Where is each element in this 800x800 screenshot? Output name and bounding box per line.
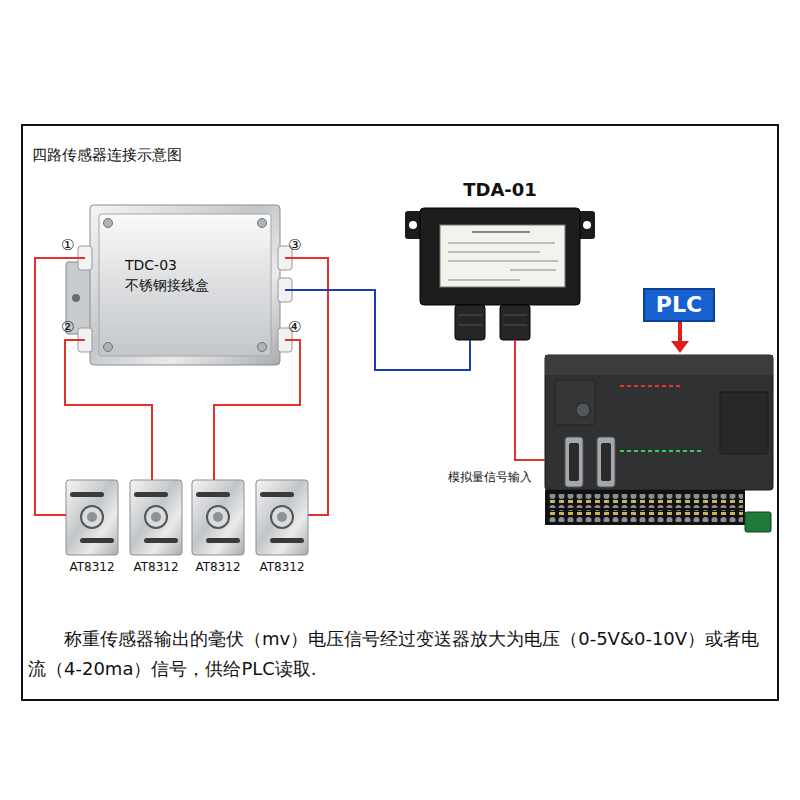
nameplate-line	[510, 269, 556, 271]
caption-text: 称重传感器输出的毫伏（mv）电压信号经过变送器放大为电压（0-5V&0-10V）…	[28, 624, 773, 684]
wire	[214, 340, 300, 480]
mounting-hole	[583, 221, 591, 229]
db9-socket	[601, 443, 611, 481]
signal-label: 模拟量信号输入	[448, 468, 532, 486]
text-holder: TDC-03不锈钢接线盒	[125, 255, 209, 295]
gland-ridge	[458, 325, 482, 326]
load-cell-figure	[130, 480, 182, 555]
gland-ridge	[458, 315, 482, 316]
label-holder: ①	[61, 236, 74, 254]
model-label: AT8312	[259, 559, 304, 575]
callout-number: ③	[288, 236, 301, 254]
caption-holder: 称重传感器输出的毫伏（mv）电压信号经过变送器放大为电压（0-5V&0-10V）…	[28, 624, 773, 684]
transmitter: TDA-01	[420, 208, 580, 340]
text-holder: AT8312	[242, 559, 322, 575]
nameplate-line	[472, 231, 530, 233]
cable-gland	[500, 305, 530, 340]
junction-box-figure	[66, 205, 292, 365]
gland-ridge	[503, 315, 527, 316]
pointer-arrow	[678, 322, 682, 343]
nameplate	[440, 225, 565, 287]
wire	[65, 340, 152, 480]
db9-port	[597, 437, 615, 487]
box-lid	[99, 214, 271, 356]
load-cell: AT8312	[130, 480, 182, 555]
nameplate-line	[448, 260, 558, 262]
plc-figure	[545, 322, 773, 532]
plc-switch	[576, 403, 590, 417]
diagram-title: 四路传感器连接示意图	[32, 145, 182, 165]
model-label: AT8312	[69, 559, 114, 575]
status-leds	[620, 382, 683, 387]
screw	[104, 343, 113, 352]
screw	[258, 219, 267, 228]
label-holder: ②	[61, 318, 74, 336]
db9-port	[565, 437, 583, 487]
io-leds	[620, 450, 704, 455]
wire	[285, 290, 470, 370]
box-body	[90, 205, 280, 365]
load-cell-figure	[192, 480, 244, 555]
plc-body	[545, 355, 773, 490]
label-holder: ③	[288, 236, 301, 254]
plc-top	[545, 355, 773, 375]
callout-number: ②	[61, 318, 74, 336]
model-label: AT8312	[195, 559, 240, 575]
pointer-arrowhead	[671, 341, 689, 353]
load-cell: AT8312	[66, 480, 118, 555]
load-cell-figure	[66, 480, 118, 555]
label-holder: ④	[288, 318, 301, 336]
model-label: AT8312	[133, 559, 178, 575]
plc: PLC	[545, 355, 773, 530]
load-cell: AT8312	[256, 480, 308, 555]
plc-tag: PLC	[656, 290, 702, 320]
callout-number: ①	[61, 236, 74, 254]
nameplate-line	[448, 279, 520, 281]
terminal-strip	[545, 490, 745, 525]
wire	[35, 258, 85, 515]
power-connector	[745, 512, 771, 532]
plc-panel	[555, 380, 595, 425]
load-cell-figure	[256, 480, 308, 555]
wire	[285, 258, 328, 515]
label-holder: 模拟量信号输入	[448, 468, 532, 486]
device-label: TDA-01	[463, 178, 537, 202]
tag-box: PLC	[643, 288, 715, 322]
transmitter-body	[420, 208, 580, 305]
db9-socket	[569, 443, 579, 481]
title-holder: 四路传感器连接示意图	[32, 145, 182, 165]
mounting-hole	[72, 294, 80, 302]
screw	[258, 343, 267, 352]
gland-ridge	[503, 325, 527, 326]
text-holder: TDA-01	[420, 178, 580, 202]
cable-gland	[455, 305, 485, 340]
callout-number: ④	[288, 318, 301, 336]
text-holder: AT8312	[116, 559, 196, 575]
box-label: 不锈钢接线盒	[125, 275, 209, 295]
text-holder: AT8312	[52, 559, 132, 575]
junction-box: TDC-03不锈钢接线盒	[85, 205, 285, 365]
terminal-screws	[548, 510, 743, 522]
plc-door	[720, 392, 768, 454]
outer-frame	[22, 125, 778, 700]
terminal-screws	[548, 494, 743, 508]
box-label: TDC-03	[125, 255, 177, 275]
transmitter-figure	[405, 208, 595, 340]
load-cell: AT8312	[192, 480, 244, 555]
mounting-hole	[409, 221, 417, 229]
nameplate-line	[448, 251, 540, 253]
nameplate-line	[448, 242, 555, 244]
wire	[515, 340, 545, 460]
text-holder: AT8312	[178, 559, 258, 575]
screw	[104, 219, 113, 228]
